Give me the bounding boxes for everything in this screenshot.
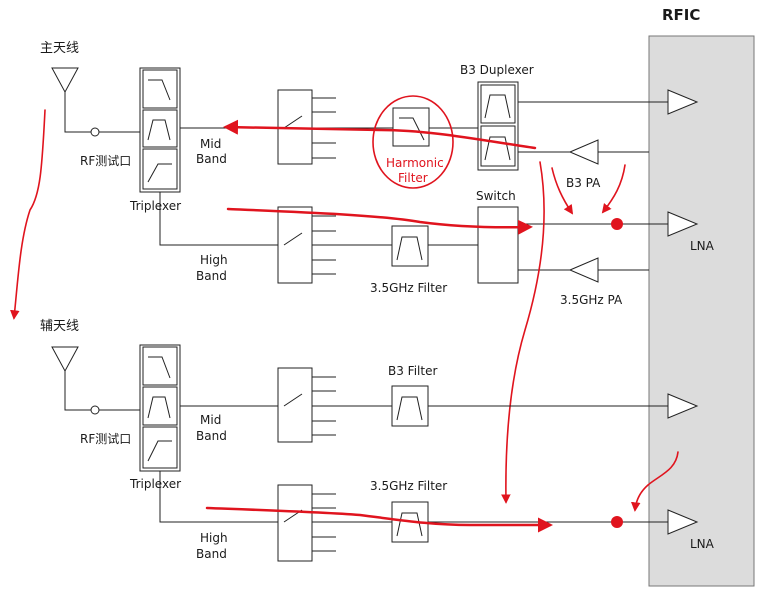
lna-top-icon <box>667 211 699 237</box>
aux-test-port-icon <box>90 405 100 415</box>
test-port-icon <box>90 127 100 137</box>
high-band-label-2: Band <box>196 269 227 283</box>
aux-high-band-label-1: High <box>200 531 228 545</box>
pa-35ghz-label: 3.5GHz PA <box>560 293 623 307</box>
aux-high-band-label-2: Band <box>196 547 227 561</box>
pa-35ghz-icon <box>568 257 599 283</box>
rfic-block <box>648 35 755 587</box>
aux-antenna-icon <box>51 346 92 411</box>
aux-signal-arrow <box>630 451 679 512</box>
harmonic-label-1: Harmonic <box>386 156 444 170</box>
aux-mid-band-switch <box>277 367 336 443</box>
signal-node-bottom <box>611 516 623 528</box>
b3-duplexer-block <box>477 81 519 171</box>
test-port-label: RF测试口 <box>80 153 131 168</box>
aux-antenna-label: 辅天线 <box>40 319 79 334</box>
mid-band-label-2: Band <box>196 152 227 166</box>
triplexer-label: Triplexer <box>129 199 181 213</box>
lna-mid-icon <box>667 89 699 115</box>
harmonic-filter-block <box>392 107 430 147</box>
aux-mid-band-label-2: Band <box>196 429 227 443</box>
duplexer-label: B3 Duplexer <box>460 63 534 77</box>
aux-signal-path-high <box>205 506 553 533</box>
aux-test-port-label: RF测试口 <box>80 431 131 446</box>
b3-filter-label: B3 Filter <box>388 364 437 378</box>
b3-pa-icon <box>568 139 599 165</box>
signal-path-mid <box>223 119 537 150</box>
filter-35ghz-block <box>391 225 429 267</box>
aux-triplexer-block <box>139 344 181 472</box>
mid-band-label-1: Mid <box>200 137 221 151</box>
lna-top-label: LNA <box>690 239 715 253</box>
aux-high-band-switch <box>277 484 336 562</box>
signal-arrow-b3-2 <box>601 164 626 214</box>
aux-mid-band-label-1: Mid <box>200 413 221 427</box>
switch-block <box>477 206 519 284</box>
high-band-label-1: High <box>200 253 228 267</box>
aux-lna-high-icon <box>667 509 699 535</box>
main-antenna-label: 主天线 <box>40 41 79 56</box>
harmonic-label-2: Filter <box>398 171 428 185</box>
switch-label: Switch <box>476 189 516 203</box>
b3-pa-label: B3 PA <box>566 176 601 190</box>
signal-path-top-to-bottom <box>501 161 545 504</box>
antenna-icon <box>51 67 92 133</box>
aux-lna-label: LNA <box>690 537 715 551</box>
triplexer-block <box>139 67 181 193</box>
high-band-switch <box>277 206 336 284</box>
harmonic-filter-circle <box>372 95 454 189</box>
rfic-title: RFIC <box>662 6 700 24</box>
signal-arrow-b3-1 <box>551 167 574 215</box>
aux-lna-mid-icon <box>667 393 699 419</box>
b3-filter-block <box>391 385 429 427</box>
signal-path-main-to-aux <box>10 109 46 320</box>
aux-filter-35ghz-label: 3.5GHz Filter <box>370 479 447 493</box>
filter-35ghz-label: 3.5GHz Filter <box>370 281 447 295</box>
signal-node-top <box>611 218 623 230</box>
signal-path-high <box>226 207 533 235</box>
aux-triplexer-label: Triplexer <box>129 477 181 491</box>
